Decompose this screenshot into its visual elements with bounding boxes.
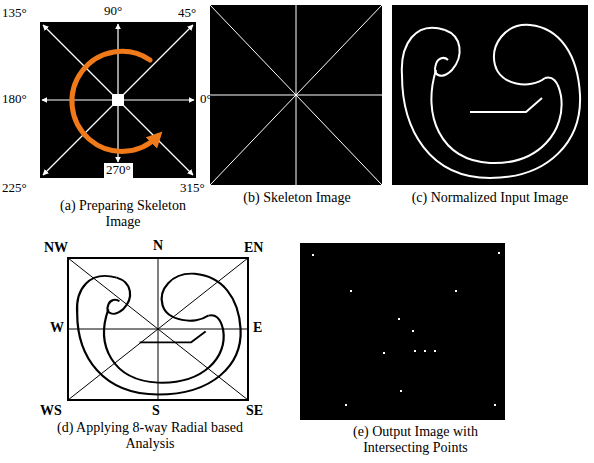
angle-label: 225° bbox=[2, 181, 27, 196]
panel-caption: (c) Normalized Input Image bbox=[392, 190, 588, 206]
panel-caption: (b) Skeleton Image bbox=[212, 190, 382, 206]
direction-label: EN bbox=[244, 240, 263, 256]
skeleton-preparation bbox=[40, 22, 196, 178]
angle-label: 0° bbox=[200, 92, 212, 107]
angle-label: 180° bbox=[2, 92, 27, 107]
direction-label: W bbox=[50, 320, 64, 336]
angle-label: 270° bbox=[104, 163, 133, 178]
skeleton-image bbox=[210, 5, 382, 185]
panel-caption: (e) Output Image with Intersecting Point… bbox=[328, 424, 503, 456]
angle-label: 315° bbox=[180, 181, 205, 196]
panel-caption: (d) Applying 8-way Radial based Analysis bbox=[50, 420, 250, 452]
direction-label: NW bbox=[44, 240, 68, 256]
direction-label: N bbox=[153, 238, 163, 254]
normalized-input bbox=[392, 5, 588, 185]
angle-label: 135° bbox=[2, 6, 27, 21]
radial-analysis bbox=[68, 258, 248, 400]
panel-caption: (a) Preparing Skeleton Image bbox=[58, 198, 188, 230]
direction-label: E bbox=[253, 320, 262, 336]
direction-label: S bbox=[152, 403, 160, 419]
angle-label: 45° bbox=[178, 6, 196, 21]
direction-label: SE bbox=[246, 403, 263, 419]
angle-label: 90° bbox=[104, 4, 122, 19]
direction-label: WS bbox=[40, 403, 62, 419]
intersection-output bbox=[300, 243, 505, 420]
